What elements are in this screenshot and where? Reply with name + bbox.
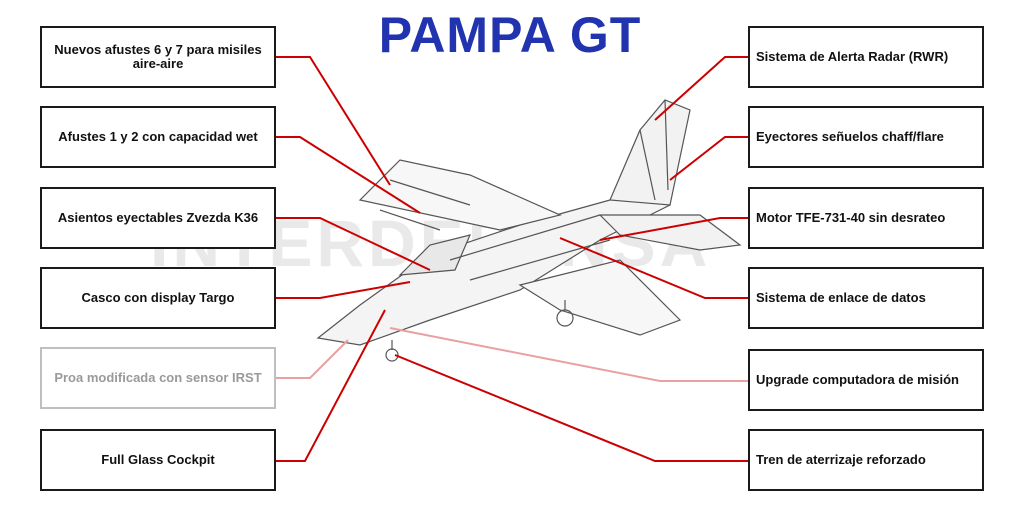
- leader-line-7: [654, 56, 748, 121]
- label-full-glass-cockpit: Full Glass Cockpit: [40, 429, 276, 491]
- leader-line-2: [276, 136, 421, 214]
- label-rwr: Sistema de Alerta Radar (RWR): [748, 26, 984, 88]
- label-computadora-mision: Upgrade computadora de misión: [748, 349, 984, 411]
- leader-line-1: [276, 56, 391, 186]
- label-casco-display: Casco con display Targo: [40, 267, 276, 329]
- leader-line-11: [389, 327, 748, 382]
- label-afustes-wet: Afustes 1 y 2 con capacidad wet: [40, 106, 276, 168]
- leader-line-4: [276, 281, 411, 299]
- right-wing: [518, 259, 682, 336]
- leader-line-8: [669, 136, 748, 181]
- leader-line-10: [559, 237, 748, 299]
- label-tren-aterrizaje: Tren de aterrizaje reforzado: [748, 429, 984, 491]
- label-chaff-flare: Eyectores señuelos chaff/flare: [748, 106, 984, 168]
- label-motor: Motor TFE-731-40 sin desrateo: [748, 187, 984, 249]
- leader-line-12: [394, 354, 748, 462]
- leader-line-3: [276, 217, 431, 271]
- label-asientos-eyectables: Asientos eyectables Zvezda K36: [40, 187, 276, 249]
- label-proa-irst: Proa modificada con sensor IRST: [40, 347, 276, 409]
- label-nuevos-afustes: Nuevos afustes 6 y 7 para misiles aire-a…: [40, 26, 276, 88]
- left-wing: [358, 159, 562, 231]
- aircraft-drawing: [316, 99, 742, 362]
- page-title: PAMPA GT: [378, 7, 642, 63]
- tailplane: [598, 214, 742, 251]
- leader-line-9: [599, 217, 748, 241]
- label-enlace-datos: Sistema de enlace de datos: [748, 267, 984, 329]
- vertical-tail: [609, 99, 691, 206]
- leader-line-6: [276, 309, 386, 462]
- leader-line-5: [276, 339, 349, 379]
